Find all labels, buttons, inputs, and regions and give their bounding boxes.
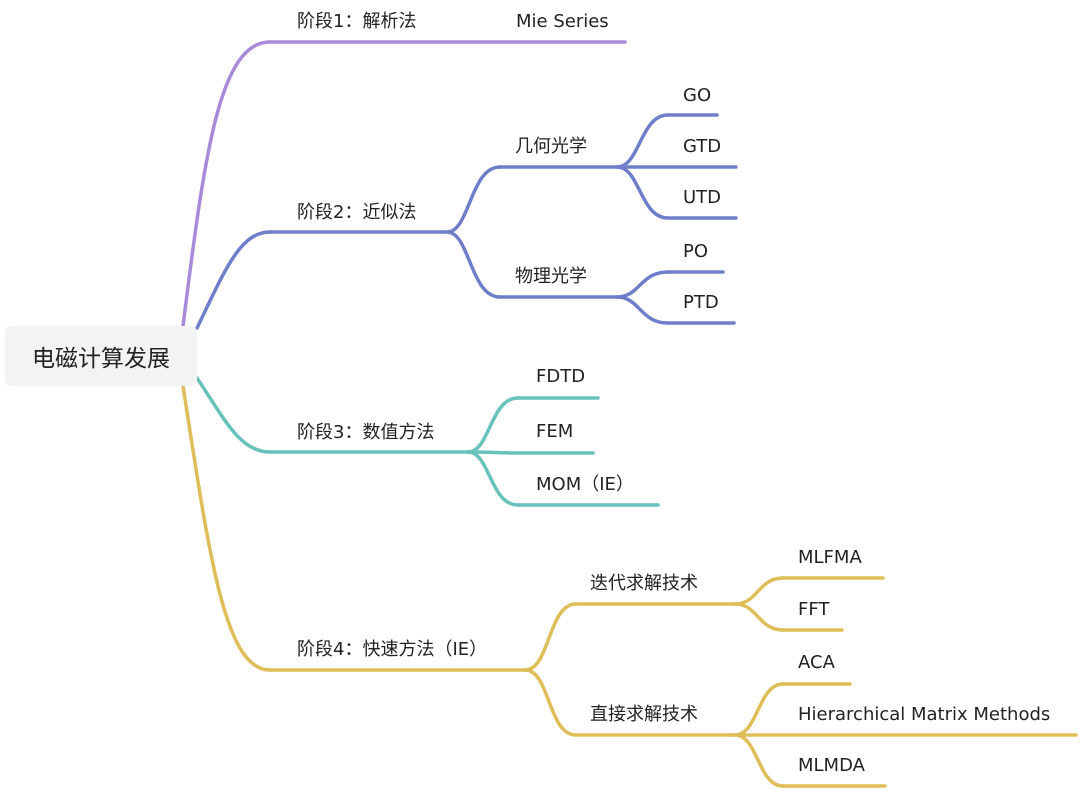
connector-stage4-direct: [523, 668, 578, 737]
mie-series-node[interactable]: Mie Series: [516, 11, 609, 32]
connector-stage4-iter: [523, 602, 578, 672]
connector-iter-fft: [733, 602, 785, 632]
stage3-branch: [195, 376, 660, 507]
go-node[interactable]: GO: [683, 85, 712, 106]
fdtd-node[interactable]: FDTD: [536, 366, 586, 387]
stage2-branch: [195, 113, 738, 330]
connector-root-stage1: [181, 40, 272, 328]
connector-geo-go: [615, 113, 670, 169]
direct-solver-node[interactable]: 直接求解技术: [590, 704, 698, 725]
fft-node[interactable]: FFT: [798, 599, 830, 620]
ptd-node[interactable]: PTD: [683, 292, 719, 313]
connector-root-stage2: [195, 230, 272, 330]
hierarchical-matrix-node[interactable]: Hierarchical Matrix Methods: [798, 704, 1051, 725]
po-node[interactable]: PO: [683, 241, 709, 262]
iterative-solver-node[interactable]: 迭代求解技术: [590, 573, 698, 594]
fem-node[interactable]: FEM: [536, 421, 574, 442]
stage4-branch: [181, 384, 1078, 788]
mom-node[interactable]: MOM（IE）: [536, 474, 634, 495]
root-node[interactable]: 电磁计算发展: [5, 326, 197, 386]
connector-direct-aca: [733, 682, 785, 737]
connector-stage3-fdtd: [466, 396, 520, 454]
gtd-node[interactable]: GTD: [683, 136, 722, 157]
stage1-node[interactable]: 阶段1：解析法: [297, 11, 417, 32]
connector-phys-po: [615, 270, 670, 299]
physical-optics-node[interactable]: 物理光学: [515, 266, 587, 287]
stage2-node[interactable]: 阶段2：近似法: [297, 202, 417, 223]
connector-direct-mlmda: [733, 733, 785, 788]
stage1-branch: [181, 40, 627, 328]
geometric-optics-node[interactable]: 几何光学: [515, 136, 587, 157]
connector-phys-ptd: [615, 295, 670, 325]
aca-node[interactable]: ACA: [798, 652, 835, 673]
mlfma-node[interactable]: MLFMA: [798, 547, 862, 568]
connector-geo-utd: [615, 165, 670, 220]
root-node-label: 电磁计算发展: [32, 346, 170, 372]
utd-node[interactable]: UTD: [683, 187, 722, 208]
connector-stage3-mom: [466, 450, 520, 507]
connector-iter-mlfma: [733, 576, 785, 606]
connector-stage2-geo: [445, 165, 502, 234]
stage3-node[interactable]: 阶段3：数值方法: [297, 422, 435, 443]
connector-root-stage4: [181, 384, 272, 672]
connector-root-stage3: [195, 376, 272, 454]
mlmda-node[interactable]: MLMDA: [798, 755, 865, 776]
connector-stage2-phys: [445, 230, 502, 299]
stage4-node[interactable]: 阶段4：快速方法（IE）: [297, 639, 488, 660]
